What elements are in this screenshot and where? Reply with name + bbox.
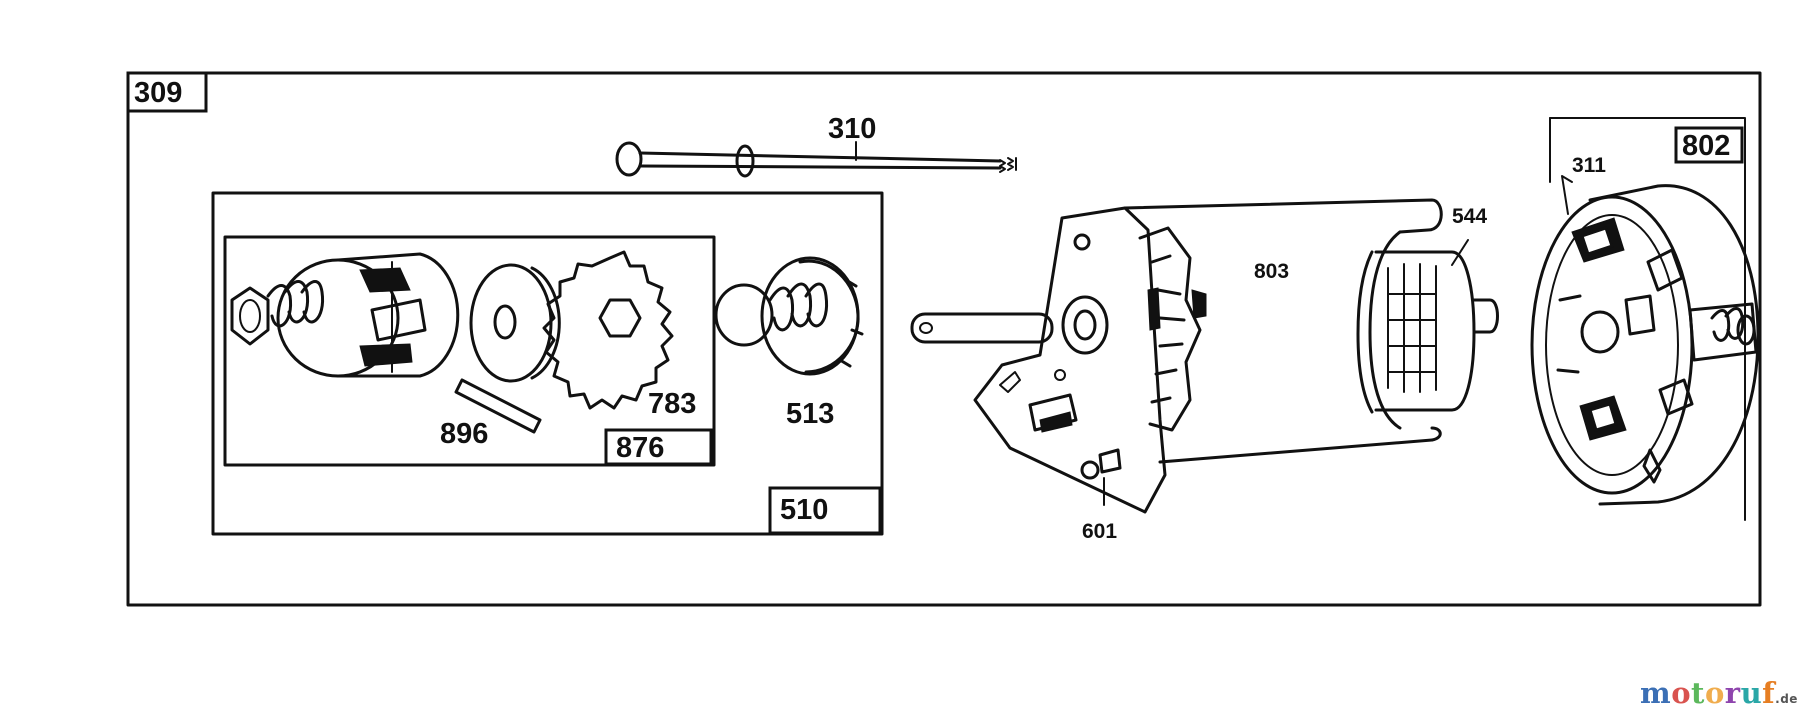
label-601: 601 xyxy=(1082,520,1117,543)
label-510: 510 xyxy=(780,494,828,526)
gear-part: 783 xyxy=(542,250,696,420)
label-876: 876 xyxy=(616,432,664,464)
label-783: 783 xyxy=(648,388,696,420)
pinion-assembly-box: 876 xyxy=(223,235,716,467)
drive-assembly-box: 510 xyxy=(211,191,884,536)
label-513: 513 xyxy=(786,398,834,430)
washer-part xyxy=(469,263,561,383)
screw-shaft-part: 513 xyxy=(714,256,864,430)
label-802: 802 xyxy=(1682,130,1730,162)
label-310: 310 xyxy=(828,113,876,145)
label-311: 311 xyxy=(1572,154,1606,177)
end-cap-part: 802 311 xyxy=(1530,117,1760,521)
motoruf-logo: motoruf.de xyxy=(1640,676,1798,710)
motor-housing-part: 803 601 xyxy=(910,198,1443,543)
pin-part: 896 xyxy=(440,378,542,450)
label-309: 309 xyxy=(134,77,182,109)
label-544: 544 xyxy=(1452,205,1487,228)
label-896: 896 xyxy=(440,418,488,450)
bolt-part: 310 xyxy=(615,113,1017,178)
label-803: 803 xyxy=(1254,260,1289,283)
outer-frame: 309 xyxy=(126,71,1762,607)
pinion-drive-part xyxy=(230,252,460,378)
armature-part: 544 xyxy=(1356,205,1499,430)
